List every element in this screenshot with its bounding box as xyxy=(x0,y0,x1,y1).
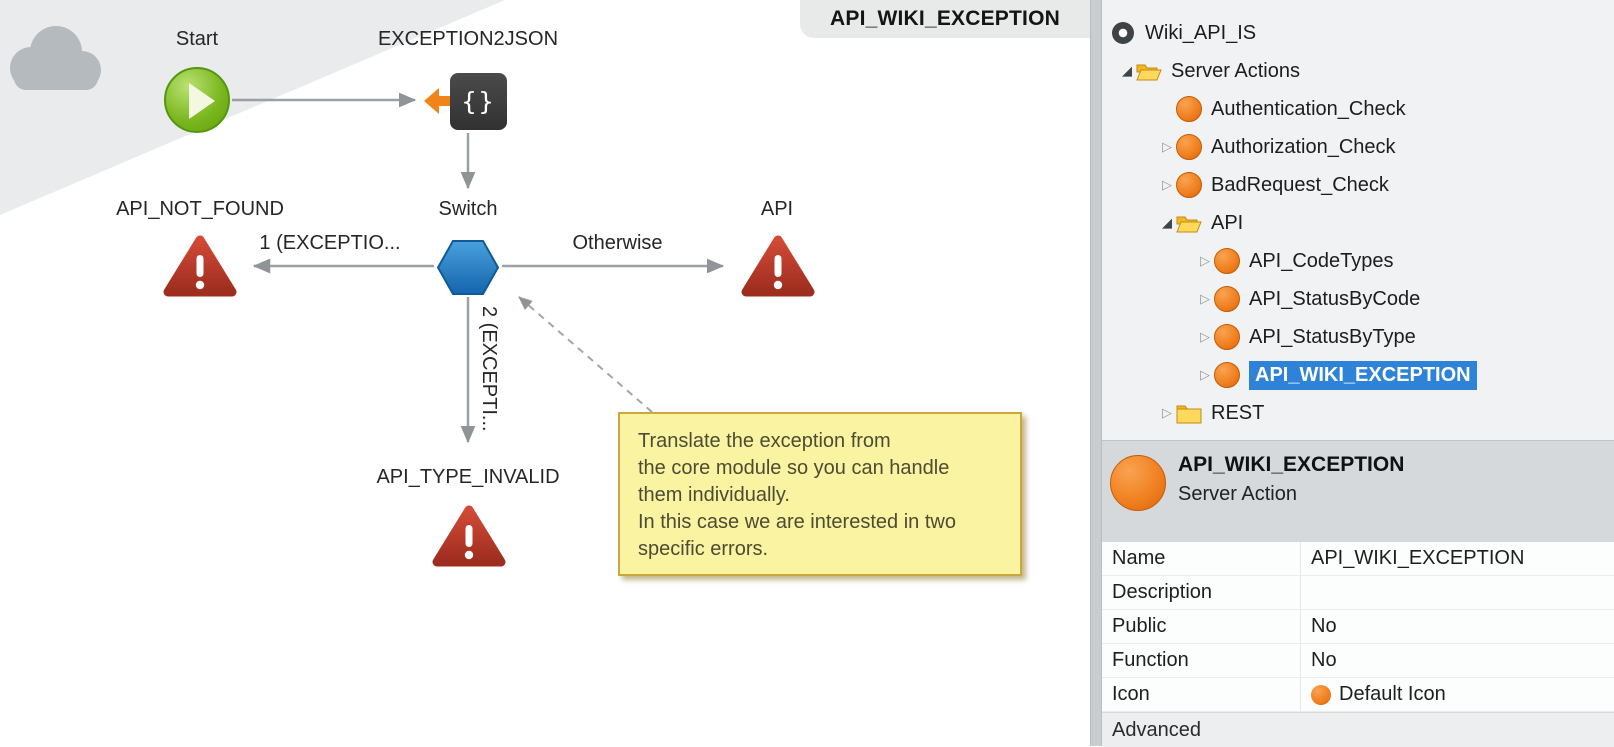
json-braces-icon: {} xyxy=(461,87,496,116)
connector-lines xyxy=(232,92,725,444)
chevron-right-icon[interactable]: ▷ xyxy=(1200,329,1210,344)
tree-item-api-statusbycode[interactable]: ▷ API_StatusByCode xyxy=(1102,280,1614,318)
canvas-tab[interactable]: API_WIKI_EXCEPTION xyxy=(800,0,1090,38)
folder-open-icon xyxy=(1136,61,1162,82)
description-value-field[interactable] xyxy=(1300,576,1614,609)
comment-note[interactable]: Translate the exception from the core mo… xyxy=(618,412,1022,576)
tree-item-api-statusbytype[interactable]: ▷ API_StatusByType xyxy=(1102,318,1614,356)
module-tree: Wiki_API_IS ◢ Server Actions Authenticat… xyxy=(1102,0,1614,440)
chevron-right-icon[interactable]: ▷ xyxy=(1162,405,1172,420)
start-node[interactable] xyxy=(164,67,230,133)
api-type-invalid-node-label: API_TYPE_INVALID xyxy=(376,466,560,488)
triangle-expanded-icon[interactable]: ◢ xyxy=(1162,215,1172,230)
chevron-right-icon[interactable]: ▷ xyxy=(1200,367,1210,382)
triangle-expanded-icon[interactable]: ◢ xyxy=(1122,63,1132,78)
property-row-function: Function No xyxy=(1102,644,1614,678)
property-row-public: Public No xyxy=(1102,610,1614,644)
chevron-right-icon[interactable]: ▷ xyxy=(1200,291,1210,306)
server-action-icon xyxy=(1176,96,1202,122)
selected-tree-label: API_WIKI_EXCEPTION xyxy=(1249,360,1477,390)
panel-splitter[interactable] xyxy=(1090,0,1102,746)
default-icon xyxy=(1311,684,1331,705)
cloud-icon xyxy=(4,20,104,101)
tree-item-badrequest-check[interactable]: ▷ BadRequest_Check xyxy=(1102,166,1614,204)
switch-node-label: Switch xyxy=(438,198,498,220)
server-action-icon xyxy=(1110,455,1166,511)
api-exception-node[interactable] xyxy=(741,233,815,304)
folder-closed-icon xyxy=(1176,403,1202,424)
public-value-field[interactable]: No xyxy=(1300,610,1614,643)
property-row-icon: Icon Default Icon xyxy=(1102,678,1614,712)
chevron-right-icon[interactable]: ▷ xyxy=(1162,139,1172,154)
server-action-icon xyxy=(1214,362,1240,388)
start-node-label: Start xyxy=(175,28,219,50)
exception2json-node[interactable]: {} xyxy=(450,73,507,130)
module-icon xyxy=(1110,22,1136,44)
tree-item-authorization-check[interactable]: ▷ Authorization_Check xyxy=(1102,128,1614,166)
server-action-icon xyxy=(1214,324,1240,350)
server-action-icon xyxy=(1214,248,1240,274)
property-row-description: Description xyxy=(1102,576,1614,610)
api-node-label: API xyxy=(760,198,794,220)
api-type-invalid-exception-node[interactable] xyxy=(432,503,506,574)
details-subtitle: Server Action xyxy=(1178,483,1297,505)
tree-item-authentication-check[interactable]: Authentication_Check xyxy=(1102,90,1614,128)
function-value-field[interactable]: No xyxy=(1300,644,1614,677)
tree-item-wiki-api-is[interactable]: Wiki_API_IS xyxy=(1102,14,1614,52)
details-title: API_WIKI_EXCEPTION xyxy=(1178,453,1405,476)
server-action-icon xyxy=(1214,286,1240,312)
server-action-icon xyxy=(1176,134,1202,160)
tree-item-api-codetypes[interactable]: ▷ API_CodeTypes xyxy=(1102,242,1614,280)
exception2json-node-label: EXCEPTION2JSON xyxy=(377,28,559,50)
tree-item-rest-folder[interactable]: ▷ REST xyxy=(1102,394,1614,432)
folder-open-icon xyxy=(1176,213,1202,234)
api-not-found-node-label: API_NOT_FOUND xyxy=(116,198,284,220)
otherwise-edge-label: Otherwise xyxy=(572,232,663,254)
tree-item-api-folder[interactable]: ◢ API xyxy=(1102,204,1614,242)
branch2-edge-label: 2 (EXCEPTI... xyxy=(478,306,500,432)
module-tree-panel: Wiki_API_IS ◢ Server Actions Authenticat… xyxy=(1102,0,1614,747)
selection-details-header: API_WIKI_EXCEPTION Server Action xyxy=(1102,440,1614,542)
name-value-field[interactable]: API_WIKI_EXCEPTION xyxy=(1300,542,1614,575)
branch1-edge-label: 1 (EXCEPTIO... xyxy=(259,232,401,254)
flow-canvas[interactable]: Start EXCEPTION2JSON {} Switch 1 (EXCEPT… xyxy=(0,0,1090,746)
chevron-right-icon[interactable]: ▷ xyxy=(1162,177,1172,192)
play-icon xyxy=(189,83,215,119)
property-grid: Name API_WIKI_EXCEPTION Description Publ… xyxy=(1102,542,1614,747)
server-action-icon xyxy=(1176,172,1202,198)
tree-item-server-actions[interactable]: ◢ Server Actions xyxy=(1102,52,1614,90)
property-row-name: Name API_WIKI_EXCEPTION xyxy=(1102,542,1614,576)
deserialize-arrow-icon xyxy=(423,86,454,121)
chevron-right-icon[interactable]: ▷ xyxy=(1200,253,1210,268)
api-not-found-exception-node[interactable] xyxy=(163,233,237,304)
advanced-section-header[interactable]: Advanced xyxy=(1102,712,1614,747)
icon-value-field[interactable]: Default Icon xyxy=(1300,678,1614,711)
switch-node[interactable] xyxy=(436,239,500,301)
tree-item-api-wiki-exception[interactable]: ▷ API_WIKI_EXCEPTION xyxy=(1102,356,1614,394)
